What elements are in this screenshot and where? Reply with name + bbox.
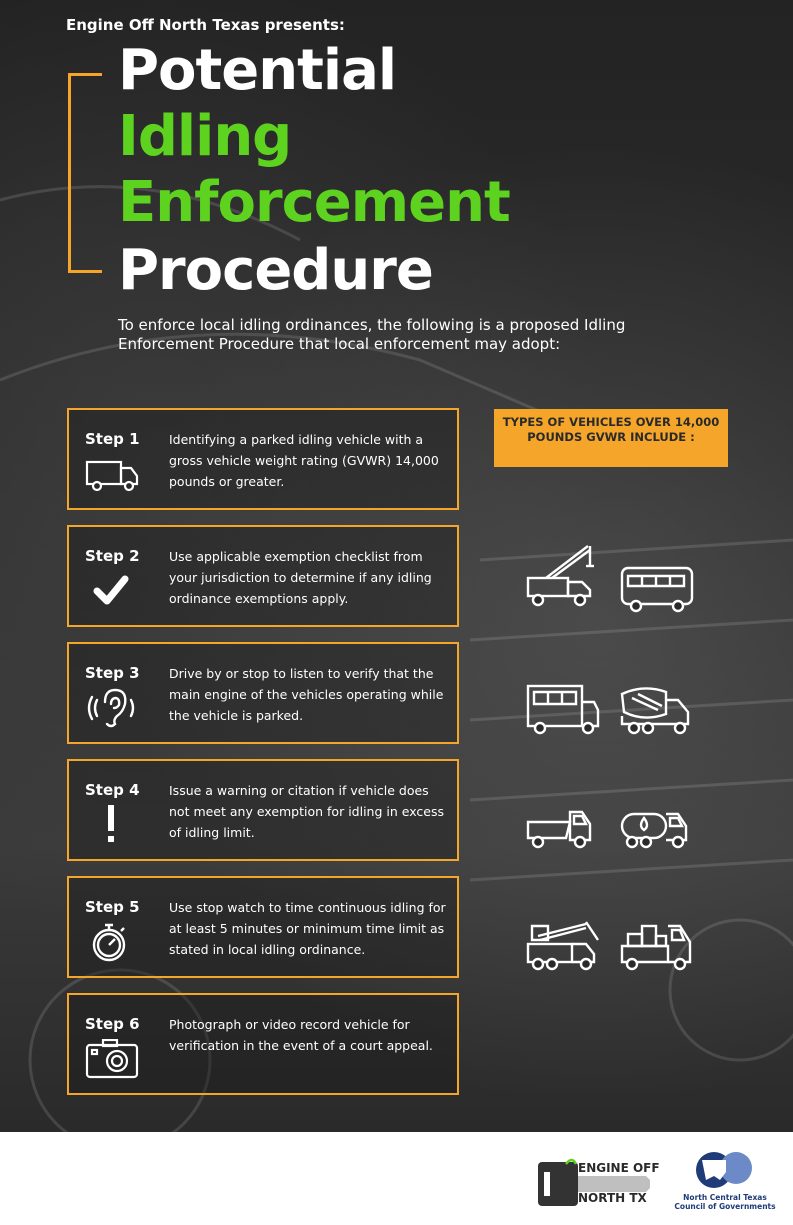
step-card-2: Step 2 Use applicable exemption checklis… [67, 525, 459, 627]
page-title-line4: Procedure [118, 238, 434, 303]
engine-off-text-line2: NORTH TX [578, 1191, 647, 1205]
bucket-truck-icon [526, 921, 599, 971]
page-title-line1: Potential [118, 38, 397, 103]
step-card-3: Step 3 Drive by or stop to listen to ver… [67, 642, 459, 744]
intro-text: To enforce local idling ordinances, the … [118, 316, 626, 353]
nctcog-label: North Central Texas Council of Governmen… [674, 1193, 776, 1211]
presents-label: Engine Off North Texas presents: [66, 16, 345, 34]
nctcog-logo [696, 1152, 752, 1188]
crane-truck-icon [526, 545, 594, 607]
vehicle-types-heading: TYPES OF VEHICLES OVER 14,000 POUNDS GVW… [494, 409, 728, 467]
step-title: Step 6 [85, 1015, 140, 1033]
school-bus-icon [526, 684, 600, 735]
ear-icon [87, 688, 135, 728]
step-description: Drive by or stop to listen to verify tha… [169, 666, 444, 723]
step-card-1: Step 1 Identifying a parked idling vehic… [67, 408, 459, 510]
step-description: Use applicable exemption checklist from … [169, 549, 432, 606]
hero-background [0, 0, 793, 1132]
step-title: Step 1 [85, 430, 140, 448]
checkmark-icon [93, 575, 129, 605]
step-card-6: Step 6 Photograph or video record vehicl… [67, 993, 459, 1095]
stopwatch-icon [92, 923, 126, 962]
step-card-4: Step 4 Issue a warning or citation if ve… [67, 759, 459, 861]
dump-truck-icon [526, 810, 592, 849]
step-title: Step 4 [85, 781, 140, 799]
engine-off-logo [538, 1158, 650, 1206]
step-title: Step 3 [85, 664, 140, 682]
background-truck-silhouette [0, 0, 793, 1132]
step-description: Identifying a parked idling vehicle with… [169, 432, 439, 489]
step-description: Use stop watch to time continuous idling… [169, 900, 446, 957]
page-title-line3: Enforcement [118, 170, 511, 235]
footer [0, 1132, 793, 1225]
bus-icon [620, 566, 694, 613]
engine-off-text-line1: ENGINE OFF [578, 1161, 660, 1175]
box-truck-icon [85, 460, 139, 492]
step-description: Photograph or video record vehicle for v… [169, 1017, 433, 1053]
tanker-truck-icon [620, 812, 688, 849]
camera-icon [85, 1039, 139, 1079]
delivery-truck-icon [620, 924, 692, 971]
exclamation-icon [108, 805, 114, 842]
step-title: Step 5 [85, 898, 140, 916]
step-description: Issue a warning or citation if vehicle d… [169, 783, 444, 840]
page-title-line2: Idling [118, 104, 292, 169]
step-card-5: Step 5 Use stop watch to time continuous… [67, 876, 459, 978]
title-bracket [68, 73, 102, 273]
step-title: Step 2 [85, 547, 140, 565]
cement-mixer-icon [620, 687, 690, 735]
